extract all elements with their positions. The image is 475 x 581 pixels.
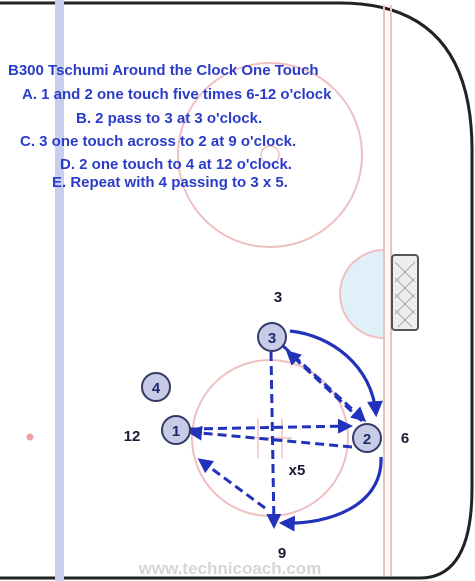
clock-label-12: 12 bbox=[124, 428, 141, 445]
player-2: 2 bbox=[352, 423, 382, 453]
faceoff-hashmarks bbox=[248, 418, 292, 458]
faceoff-circle-top bbox=[177, 62, 363, 248]
pass-arrow-2-to-1 bbox=[187, 425, 353, 449]
pass-arrow-1-to-2 bbox=[189, 418, 353, 434]
player-3: 3 bbox=[257, 322, 287, 352]
player-4: 4 bbox=[141, 372, 171, 402]
player-3-label: 3 bbox=[268, 330, 276, 347]
player-2-label: 2 bbox=[363, 431, 371, 448]
player-1: 1 bbox=[161, 415, 191, 445]
player-4-label: 4 bbox=[152, 380, 161, 397]
pass-arrows bbox=[187, 344, 367, 529]
skate-arrow-2-to-9 bbox=[278, 456, 383, 532]
neutral-zone-dot bbox=[26, 433, 34, 441]
skate-arrow-3-to-2 bbox=[289, 329, 383, 418]
goal-line bbox=[383, 5, 392, 576]
watermark: www.technicoach.com bbox=[138, 559, 322, 578]
clock-label-3: 3 bbox=[274, 289, 282, 306]
goal-net bbox=[391, 254, 419, 331]
step-a: A. 1 and 2 one touch five times 6-12 o'c… bbox=[22, 86, 332, 103]
pass-arrow-9-to-4 bbox=[197, 458, 266, 510]
skate-arrows bbox=[278, 329, 383, 532]
step-c: C. 3 one touch across to 2 at 9 o'clock. bbox=[20, 133, 297, 150]
faceoff-dot-top bbox=[260, 145, 280, 165]
step-b: B. 2 pass to 3 at 3 o'clock. bbox=[76, 110, 263, 127]
clock-label-9: 9 bbox=[278, 545, 286, 562]
clock-label-6: 6 bbox=[401, 430, 409, 447]
step-d: D. 2 one touch to 4 at 12 o'clock. bbox=[60, 156, 292, 173]
player-1-label: 1 bbox=[172, 423, 180, 440]
diagram-title: B300 Tschumi Around the Clock One Touch bbox=[8, 62, 319, 79]
blue-line bbox=[55, 0, 64, 581]
repeat-label: x5 bbox=[289, 462, 306, 479]
pass-arrow-3-to-9 bbox=[266, 351, 282, 529]
goal-crease bbox=[339, 248, 385, 340]
pass-arrow-2-to-3 bbox=[285, 349, 364, 423]
step-e: E. Repeat with 4 passing to 3 x 5. bbox=[52, 174, 288, 191]
